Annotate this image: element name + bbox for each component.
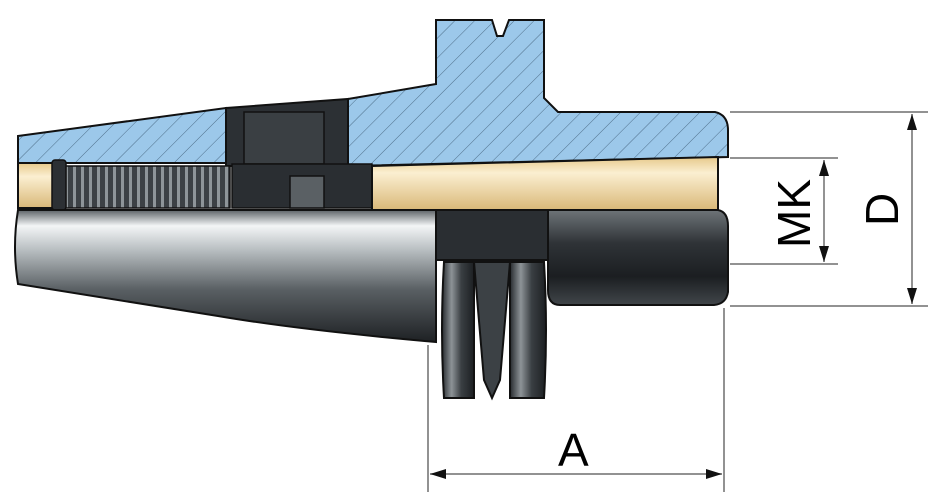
dimension-mk <box>730 157 838 265</box>
dimension-a <box>427 308 725 492</box>
dimension-a-label: A <box>558 424 589 476</box>
section-pocket <box>225 97 373 209</box>
taper-shank <box>14 209 437 344</box>
drawbar-thread <box>51 159 231 211</box>
dimension-mk-label: MK <box>768 179 820 248</box>
flange <box>435 209 549 401</box>
cylindrical-body <box>547 209 729 306</box>
dimension-d-label: D <box>856 193 908 226</box>
section-upper-half <box>17 19 729 168</box>
dimension-d <box>730 111 928 307</box>
